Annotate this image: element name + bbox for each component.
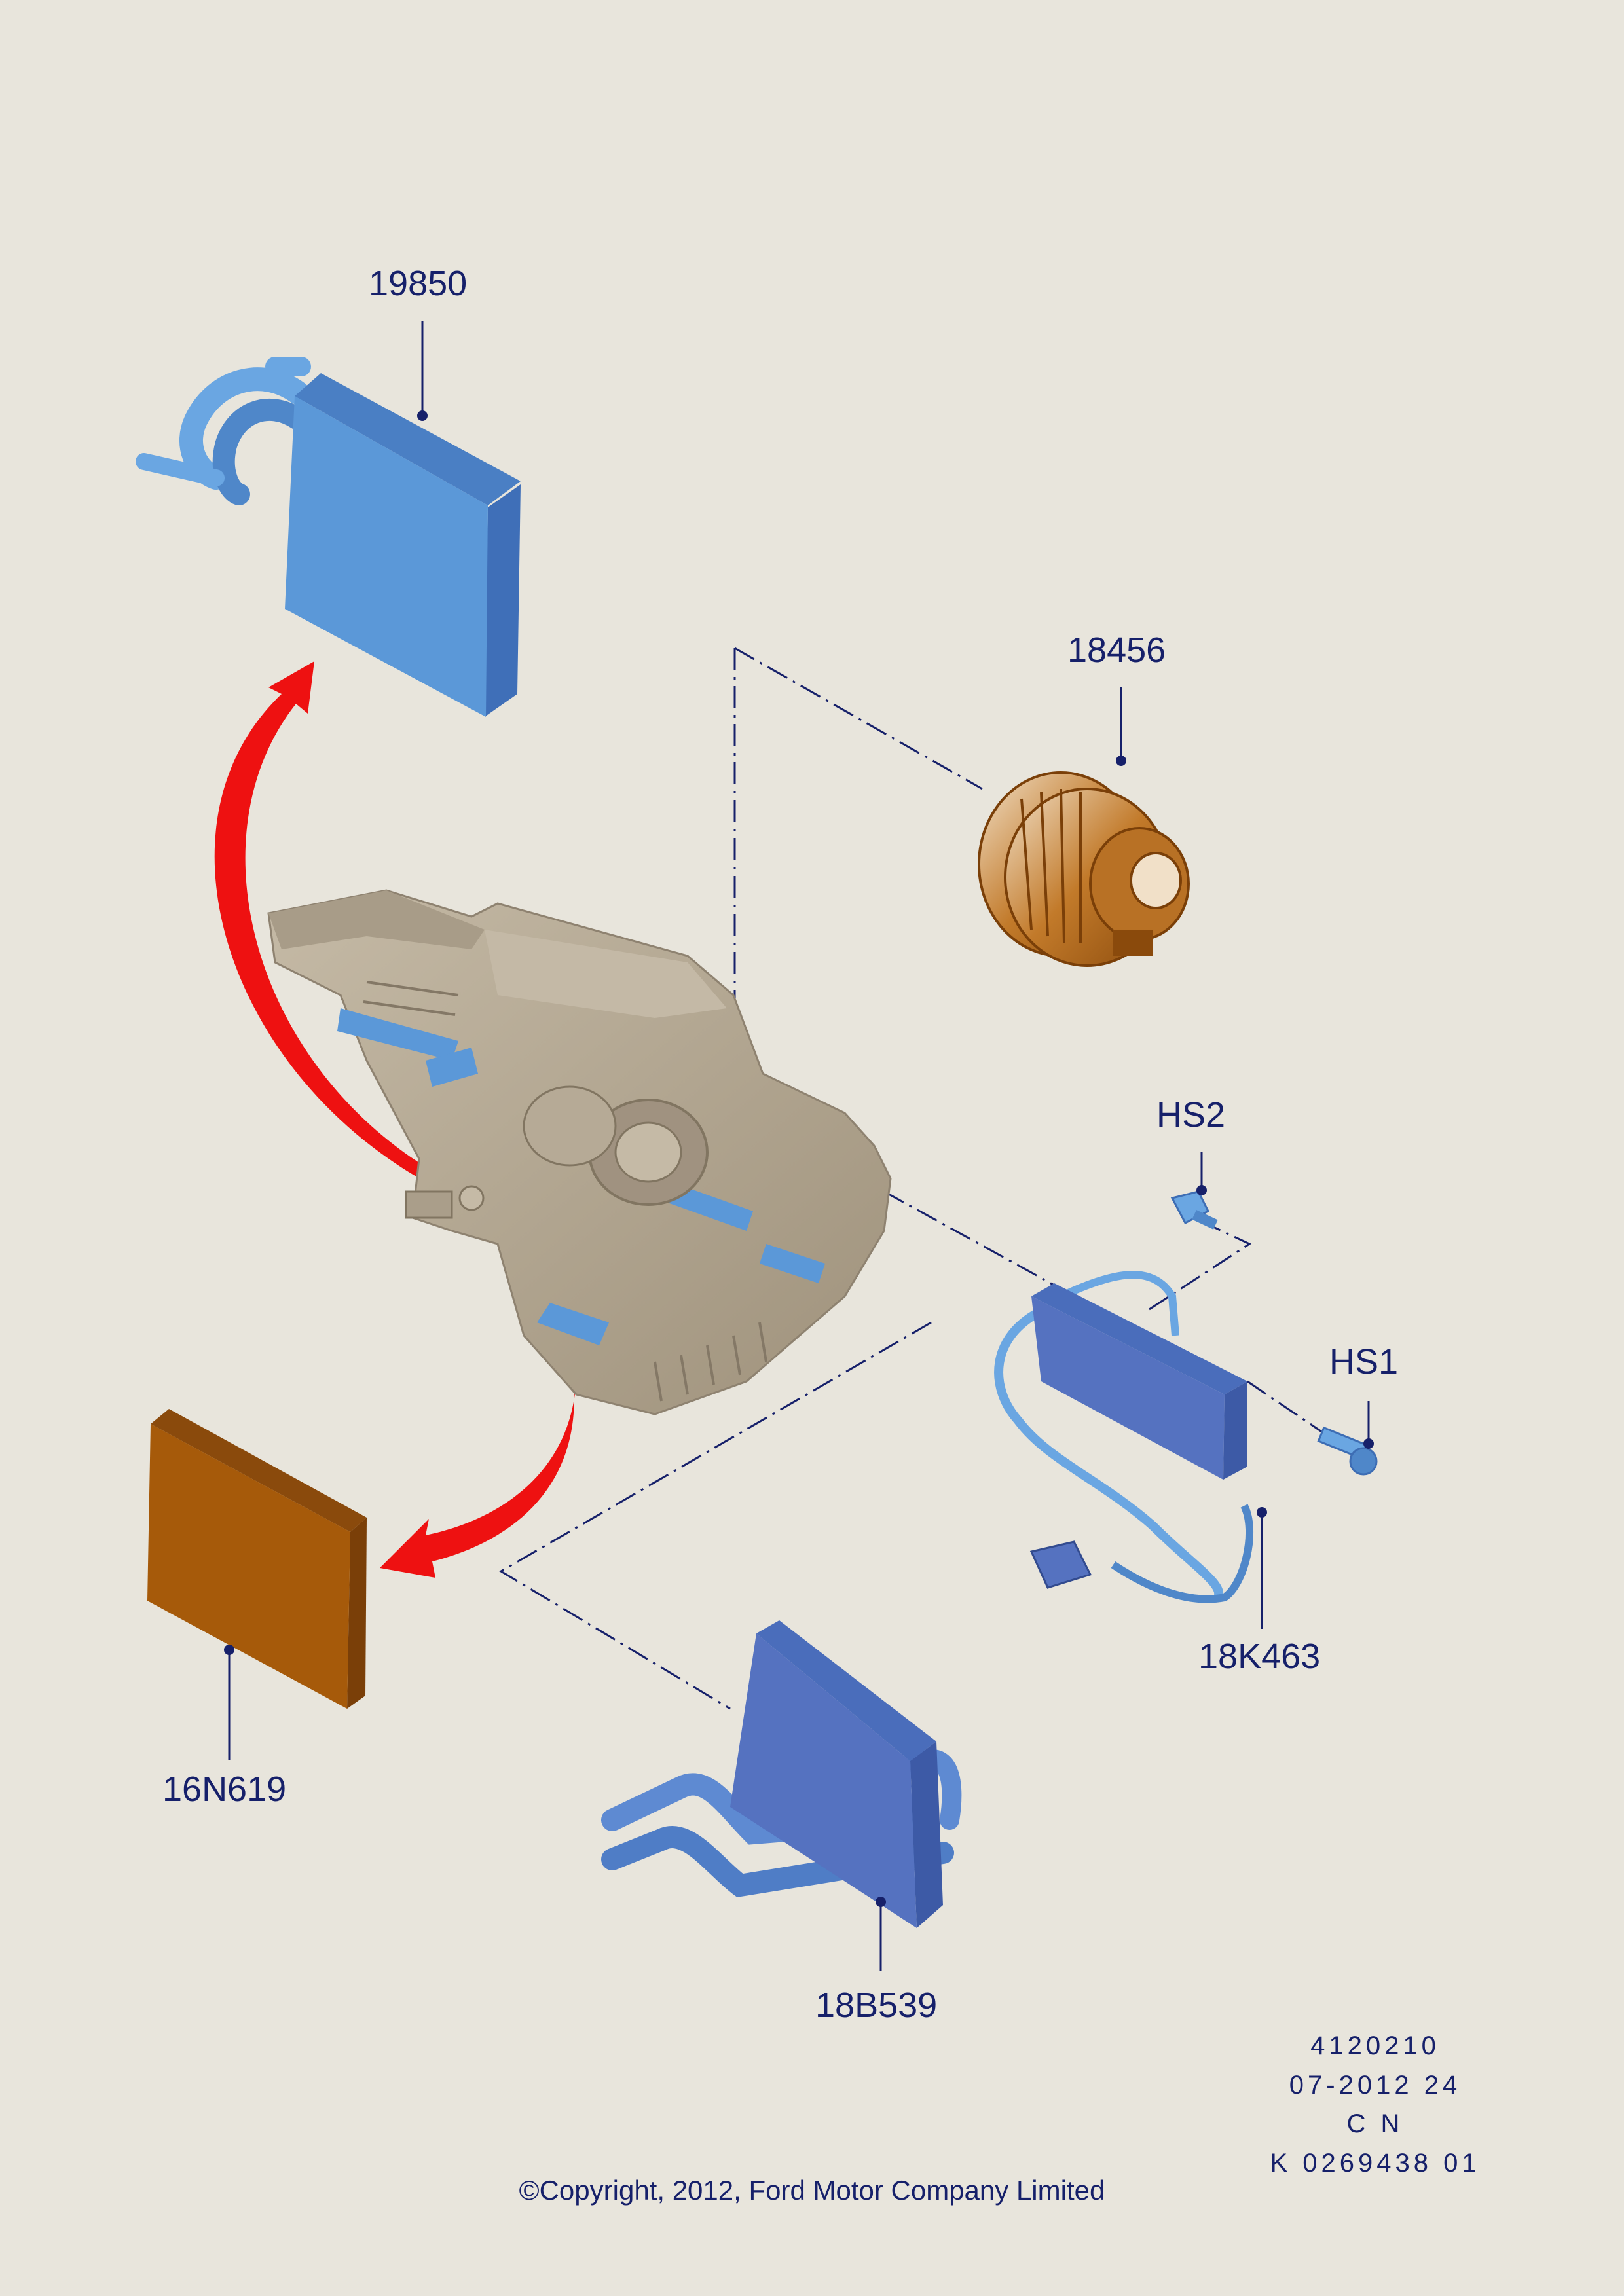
copyright-notice: ©Copyright, 2012, Ford Motor Company Lim… — [519, 2175, 1105, 2206]
assembly-line-filter — [499, 1321, 932, 1710]
stamp-line-2: 07-2012 24 — [1289, 2071, 1462, 2100]
callout-16N619: 16N619 — [162, 1770, 287, 1809]
leader-dot-18B539 — [876, 1897, 886, 1907]
leader-dot-16N619 — [224, 1645, 234, 1655]
callout-hs1: HS1 — [1329, 1342, 1399, 1381]
cabin-filter-16N619 — [147, 1409, 367, 1709]
leader-dot-18456 — [1116, 756, 1126, 766]
stamp-line-4: K 0269438 01 — [1270, 2149, 1481, 2178]
install-arrows — [214, 661, 577, 1578]
assembly-line-hs2 — [1149, 1222, 1252, 1311]
callout-18B539: 18B539 — [815, 1986, 938, 2025]
leader-dot-hs2 — [1196, 1185, 1207, 1195]
screw-hs2 — [1170, 1190, 1218, 1230]
assembly-line-blower-diag — [734, 647, 983, 790]
arrow-heater-core — [214, 661, 445, 1188]
resistor-module-18K463 — [994, 1271, 1253, 1603]
callout-18K463: 18K463 — [1198, 1637, 1321, 1676]
hvac-housing — [267, 889, 892, 1415]
blower-motor-18456 — [978, 771, 1190, 967]
callout-hs2: HS2 — [1156, 1095, 1226, 1135]
heater-core-19850 — [136, 357, 521, 717]
leader-dot-18K463 — [1257, 1507, 1267, 1518]
leader-dot-hs1 — [1363, 1438, 1374, 1449]
stamp-line-3: C N — [1346, 2109, 1404, 2138]
callout-18456: 18456 — [1067, 630, 1166, 670]
leader-dot-19850 — [417, 410, 428, 421]
arrow-cabin-filter — [380, 1355, 577, 1578]
callout-19850: 19850 — [369, 264, 468, 303]
evaporator-18B539 — [601, 1620, 962, 1928]
stamp-line-1: 4120210 — [1310, 2032, 1440, 2060]
screw-hs1 — [1317, 1426, 1378, 1476]
